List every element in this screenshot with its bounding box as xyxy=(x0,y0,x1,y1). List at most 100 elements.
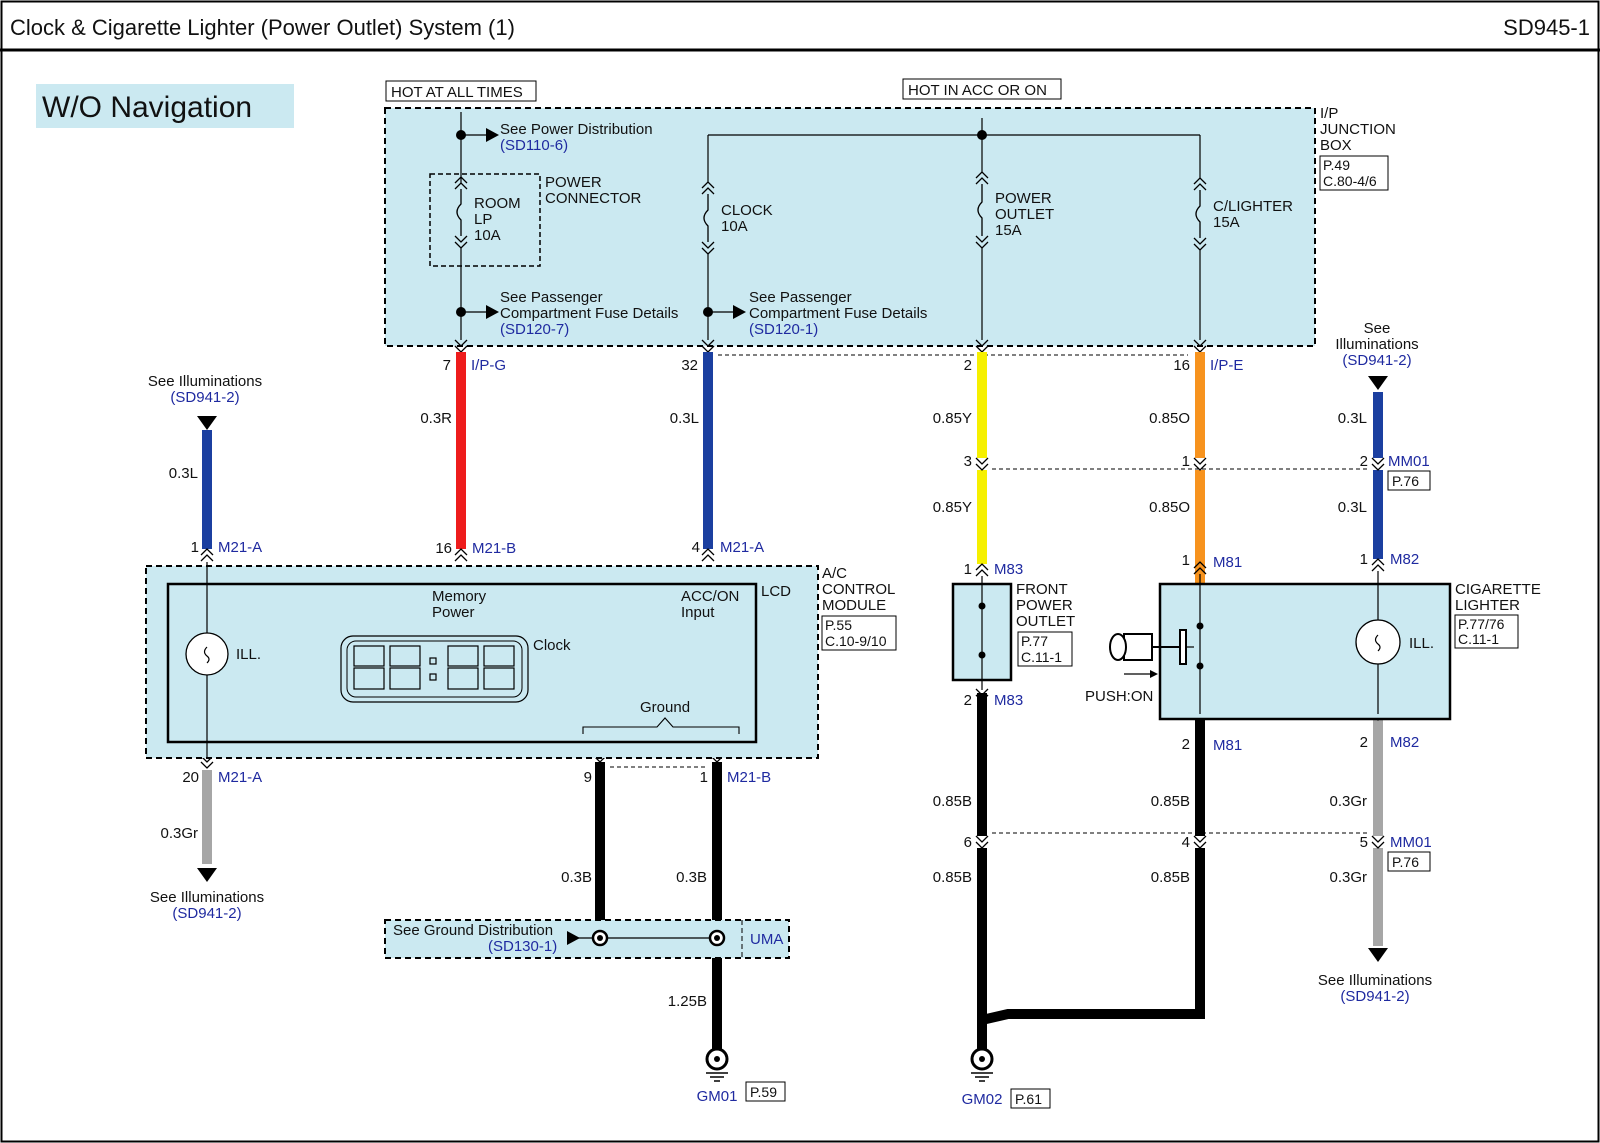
ground-gm01 xyxy=(705,1047,729,1082)
fpo-page: P.77 xyxy=(1021,633,1048,649)
cl-fuse-label-2: 15A xyxy=(1213,214,1240,231)
conn-m21a-top: M21-A xyxy=(218,539,262,556)
cig-name-1: CIGARETTE xyxy=(1455,581,1541,598)
room-fuse-label-2: LP xyxy=(474,211,492,228)
pin-7: 7 xyxy=(443,357,451,374)
conn-m81-top: M81 xyxy=(1213,554,1242,571)
cig-name-2: LIGHTER xyxy=(1455,597,1520,614)
pin-5-mm01: 5 xyxy=(1360,834,1368,851)
wire-ill-r1: 0.3L xyxy=(1338,410,1367,427)
push-on-label: PUSH:ON xyxy=(1085,688,1153,705)
room-lp-fuse xyxy=(456,189,462,236)
pass-fuse-ref-1b: Compartment Fuse Details xyxy=(500,305,678,322)
ground-dist-ref: See Ground Distribution xyxy=(393,922,553,939)
pin-1-mm01: 1 xyxy=(1182,453,1190,470)
pin-32: 32 xyxy=(681,357,698,374)
cl-fuse-label-1: C/LIGHTER xyxy=(1213,198,1293,215)
pin-20: 20 xyxy=(182,769,199,786)
jbox-name-2: JUNCTION xyxy=(1320,121,1396,138)
gm01-page: P.59 xyxy=(750,1084,777,1100)
illum-arrow-bottom-left xyxy=(197,868,217,882)
wire-g125: 1.25B xyxy=(668,993,707,1010)
conn-m21b-top: M21-B xyxy=(472,540,516,557)
pass-fuse-ref-2a: See Passenger xyxy=(749,289,852,306)
po-fuse-label-2: OUTLET xyxy=(995,206,1054,223)
ill-lamp-right xyxy=(1355,619,1401,665)
illum-arrow-top-right xyxy=(1368,376,1388,390)
memory-power-2: Power xyxy=(432,604,475,621)
wire-cl-1: 0.85O xyxy=(1149,410,1190,427)
pin-2-m81: 2 xyxy=(1182,736,1190,753)
wire-gr-right-2 xyxy=(1373,848,1383,946)
fpo-name-3: OUTLET xyxy=(1016,613,1075,630)
conn-m21a-top2: M21-A xyxy=(720,539,764,556)
pin-2-m83: 2 xyxy=(964,692,972,709)
ill-lamp-left xyxy=(185,632,229,676)
power-dist-ref: See Power Distribution xyxy=(500,121,653,138)
acc-on-input-1: ACC/ON xyxy=(681,588,739,605)
power-connector-box xyxy=(429,173,541,267)
pin-labels: 7 I/P-G 32 2 16 I/P-E 1 M21-A 16 M21-B 4… xyxy=(182,357,1431,851)
wire-black-merge xyxy=(977,848,1205,1027)
clock-fuse-label-2: 10A xyxy=(721,218,748,235)
hot-at-all-times-label: HOT AT ALL TIMES xyxy=(391,84,523,101)
jbox-conn: C.80-4/6 xyxy=(1323,173,1377,189)
pass-fuse-code-2: (SD120-1) xyxy=(749,321,818,338)
pin-16-m21b: 16 xyxy=(435,540,452,557)
gm01-page-box xyxy=(745,1081,786,1102)
pin-2-mm01: 2 xyxy=(1360,453,1368,470)
po-fuse-label-1: POWER xyxy=(995,190,1052,207)
wire-po-b1: 0.85B xyxy=(933,793,972,810)
illum-code-tl: (SD941-2) xyxy=(170,389,239,406)
pin-6-mm01: 6 xyxy=(964,834,972,851)
wire-clock: 0.3L xyxy=(670,410,699,427)
gm02-label: GM02 xyxy=(962,1091,1003,1108)
wire-po-b2: 0.85B xyxy=(933,869,972,886)
cig-ref-box xyxy=(1454,614,1519,649)
pass-fuse-code-1: (SD120-7) xyxy=(500,321,569,338)
ac-name-1: A/C xyxy=(822,565,847,582)
wire-cl-2: 0.85O xyxy=(1149,499,1190,516)
pin-1-m81: 1 xyxy=(1182,552,1190,569)
wire-cl-black-1 xyxy=(1195,719,1205,836)
wire-cl-b1: 0.85B xyxy=(1151,793,1190,810)
wire-po-black-1 xyxy=(977,693,987,836)
hot-in-acc-box xyxy=(902,78,1062,100)
ill-left-label: ILL. xyxy=(236,646,261,663)
conn-m81-bot: M81 xyxy=(1213,737,1242,754)
pin-3-mm01: 3 xyxy=(964,453,972,470)
ground-label: Ground xyxy=(640,699,690,716)
wire-ground-1 xyxy=(712,762,722,1054)
bus-splice xyxy=(977,130,987,140)
gm01-label: GM01 xyxy=(697,1088,738,1105)
mm01-bot-page: P.76 xyxy=(1392,854,1419,870)
wire-illum-right-blue-2 xyxy=(1373,470,1383,559)
wire-cl-orange-1 xyxy=(1195,352,1205,458)
wire-illum-l: 0.3L xyxy=(169,465,198,482)
illum-ref-br: See Illuminations xyxy=(1318,972,1432,989)
pin-9: 9 xyxy=(584,769,592,786)
hot-at-all-times-box xyxy=(385,80,537,102)
wire-illum-right-blue-1 xyxy=(1373,392,1383,458)
pin-1-m21b: 1 xyxy=(700,769,708,786)
po-fuse-label-3: 15A xyxy=(995,222,1022,239)
conn-m21a-bot: M21-A xyxy=(218,769,262,786)
mm01-top-page-box xyxy=(1387,470,1431,491)
gm02-page: P.61 xyxy=(1015,1091,1042,1107)
ac-name-3: MODULE xyxy=(822,597,886,614)
wire-gr-right-1 xyxy=(1373,720,1383,836)
ground-gm02 xyxy=(970,1047,994,1082)
mm01-bot-page-box xyxy=(1387,851,1431,872)
ac-name-2: CONTROL xyxy=(822,581,895,598)
wire-illum-left-blue xyxy=(202,430,212,549)
wire-ill-r2: 0.3L xyxy=(1338,499,1367,516)
pass-fuse-ref-2b: Compartment Fuse Details xyxy=(749,305,927,322)
wire-po-2: 0.85Y xyxy=(933,499,972,516)
ill-right-label: ILL. xyxy=(1409,635,1434,652)
pin-4-m21a: 4 xyxy=(692,539,700,556)
page-code: SD945-1 xyxy=(1503,15,1590,40)
power-connector-label-2: CONNECTOR xyxy=(545,190,642,207)
memory-power-1: Memory xyxy=(432,588,487,605)
wire-gr-r2: 0.3Gr xyxy=(1329,869,1367,886)
